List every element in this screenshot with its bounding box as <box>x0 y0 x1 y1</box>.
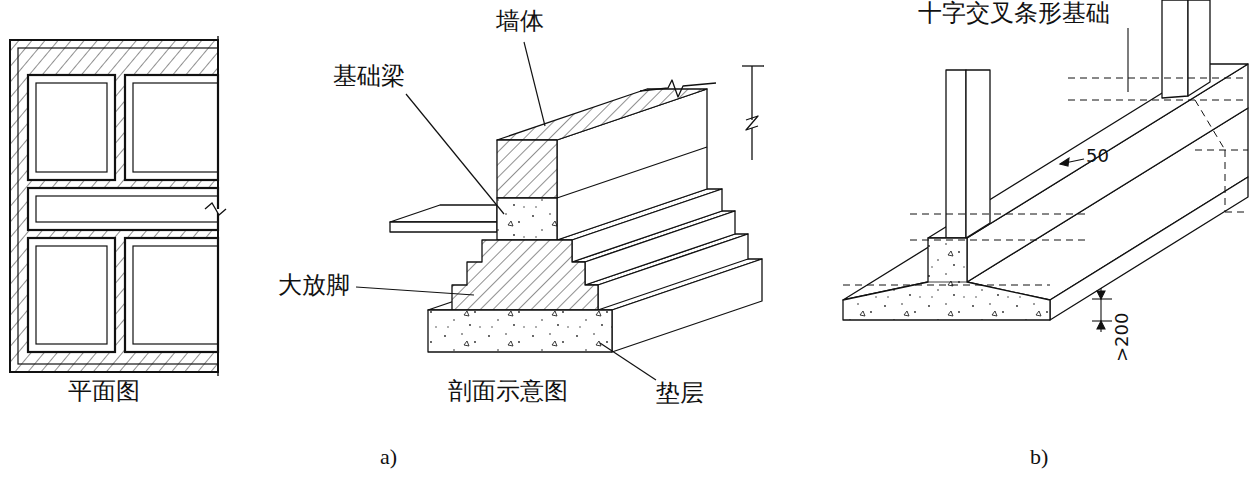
dashed-guide <box>843 285 1050 286</box>
section-view <box>390 205 497 222</box>
part-label: 墙体 <box>496 8 544 36</box>
plan-view <box>28 75 115 180</box>
plan-view <box>36 83 107 172</box>
plan-view <box>36 196 218 222</box>
dashed-guide <box>910 240 1086 241</box>
dimension-mark <box>1092 298 1112 299</box>
section-view <box>746 116 758 130</box>
section-view <box>428 310 612 352</box>
section-view <box>640 80 716 97</box>
dimension-mark <box>1060 28 1128 332</box>
plan-view <box>18 48 218 364</box>
dimension-value: >200 <box>1112 313 1133 362</box>
strip-footing-view <box>843 0 1248 320</box>
leader-line <box>406 94 504 214</box>
view-title: 剖面示意图 <box>448 378 568 406</box>
section-view <box>497 89 707 140</box>
section-view <box>751 66 752 120</box>
strip-footing-view <box>946 70 966 238</box>
leader-line <box>356 287 474 295</box>
section-view <box>497 198 557 240</box>
dashed-guide <box>843 78 1248 285</box>
section-view <box>557 147 707 198</box>
dimension-mark <box>1097 321 1105 329</box>
plan-view <box>28 238 115 352</box>
subfigure-label: b) <box>1030 444 1048 469</box>
plan-view <box>133 83 218 172</box>
view-title: 平面图 <box>68 378 140 406</box>
dashed-guide <box>1225 150 1226 212</box>
strip-footing-view <box>928 282 967 283</box>
plan-view <box>205 203 226 215</box>
strip-footing-view <box>966 70 990 238</box>
dashed-guide <box>910 214 1086 215</box>
section-view <box>497 140 557 198</box>
dashed-guide <box>1225 212 1248 213</box>
leader-line <box>356 42 656 380</box>
plan-view <box>10 36 226 376</box>
dashed-guide <box>1195 100 1225 150</box>
section-view <box>390 222 497 232</box>
dimension-mark <box>1127 28 1128 92</box>
plan-view <box>133 246 218 344</box>
section-view <box>751 128 752 160</box>
plan-view <box>36 246 107 344</box>
plan-view <box>125 75 218 180</box>
dimension-mark <box>1097 291 1105 299</box>
dashed-guide <box>1068 78 1248 79</box>
subfigure-label: a) <box>380 444 397 469</box>
plan-view <box>217 36 218 376</box>
plan-view <box>28 188 218 230</box>
leader-line <box>600 343 656 380</box>
section-view <box>452 240 598 310</box>
plan-view <box>10 40 218 372</box>
dashed-guide <box>1195 150 1248 151</box>
section-view <box>742 65 764 66</box>
strip-footing-view <box>1162 0 1188 98</box>
leader-line <box>524 42 545 126</box>
callout-label: 十字交叉条形基础 <box>918 0 1110 28</box>
part-label: 基础梁 <box>333 63 405 91</box>
part-label: 垫层 <box>656 380 704 408</box>
dimension-mark <box>1092 320 1112 321</box>
plan-view <box>125 238 218 352</box>
dimension-value: 50 <box>1086 146 1109 167</box>
strip-footing-view <box>928 64 1248 238</box>
strip-footing-view <box>843 238 1050 320</box>
strip-footing-view <box>1188 0 1210 96</box>
dashed-guide <box>1068 100 1248 101</box>
part-label: 大放脚 <box>278 272 350 300</box>
section-view <box>390 66 764 352</box>
dimension-mark <box>1060 158 1069 166</box>
strip-footing-view <box>967 64 1248 282</box>
